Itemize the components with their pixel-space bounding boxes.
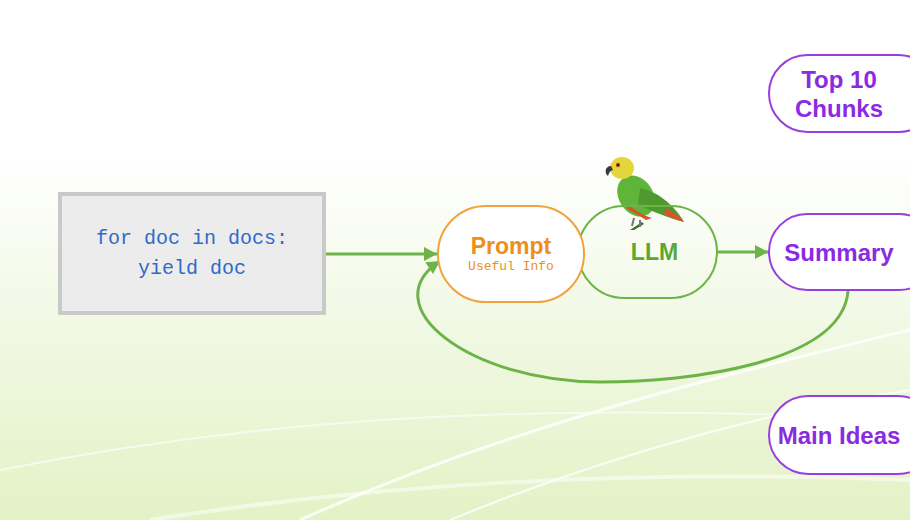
node-label: for doc in docs: yield doc: [93, 224, 291, 284]
prompt-box: PromptUseful Info: [437, 205, 585, 303]
wing-tip: [664, 208, 684, 222]
connector-line: [326, 253, 437, 256]
head: [610, 157, 634, 179]
eye: [616, 163, 620, 167]
code-box: for doc in docs: yield doc: [58, 192, 326, 315]
streak: [150, 476, 910, 520]
node-sublabel: Useful Info: [468, 259, 554, 275]
output-pill: Top 10 Chunks: [768, 54, 910, 133]
beak: [606, 166, 613, 176]
node-label: Summary: [775, 238, 903, 267]
node-label: Prompt: [471, 233, 552, 259]
node-label: Top 10 Chunks: [775, 65, 903, 123]
connector: [718, 245, 768, 259]
arrowhead: [755, 245, 768, 259]
node-label: Main Ideas: [775, 421, 903, 450]
node-label: LLM: [631, 239, 678, 266]
feet: [632, 218, 640, 227]
output-pill: Main Ideas: [768, 395, 910, 475]
parrot-illustration: [600, 152, 690, 230]
pupil: [617, 164, 619, 166]
arrowhead: [424, 247, 437, 261]
output-pill: Summary: [768, 213, 910, 291]
connector: [326, 247, 437, 261]
llm-box: LLM: [577, 205, 718, 299]
